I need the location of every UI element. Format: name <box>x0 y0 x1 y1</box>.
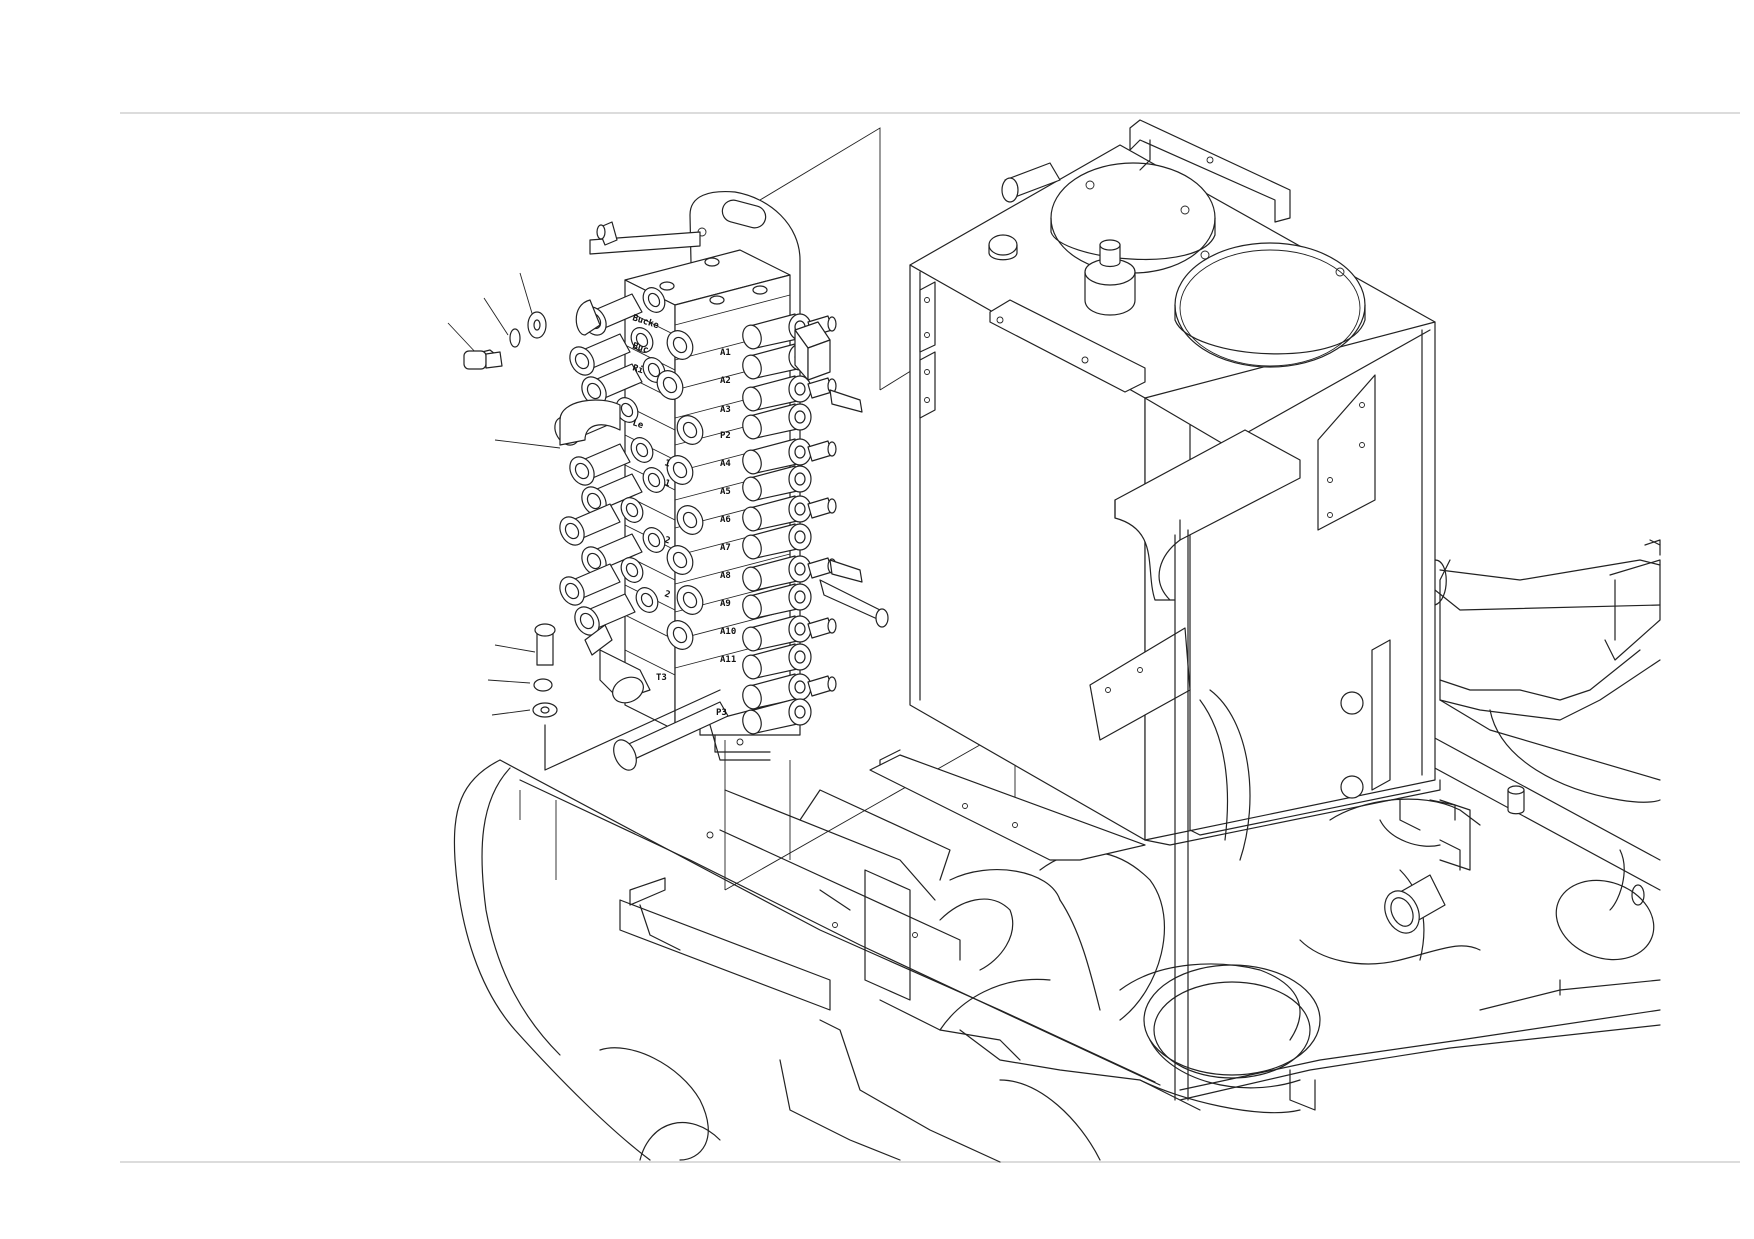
valve-port-label: A5 <box>720 487 731 497</box>
inner-fitting <box>666 620 694 650</box>
inner-fitting <box>666 330 694 360</box>
valve-port-label: A7 <box>720 543 731 553</box>
valve-section-label: 2 <box>663 589 671 600</box>
inner-fitting <box>676 415 704 445</box>
left-fitting <box>559 497 644 546</box>
valve-section-label: 1 <box>663 458 671 469</box>
left-fitting <box>569 327 654 376</box>
page-frame <box>120 112 1740 1163</box>
hardware-bottom <box>487 623 721 771</box>
valve-section-label: 2 <box>663 535 671 546</box>
valve-port-label: A10 <box>720 627 736 637</box>
right-fitting <box>742 643 812 680</box>
valve-port-label: A2 <box>720 376 731 386</box>
right-fitting <box>742 583 812 620</box>
valve-section-label: Le <box>631 418 645 431</box>
right-fitting <box>742 403 812 440</box>
left-fitting <box>581 357 666 406</box>
upper-frame <box>453 759 1661 1163</box>
valve-port-label: A1 <box>720 348 731 358</box>
left-fitting <box>581 467 666 516</box>
valve-port-label: A8 <box>720 571 731 581</box>
valve-right-fittings <box>742 313 889 735</box>
valve-port-label: P3 <box>716 708 727 718</box>
right-fitting <box>742 375 837 412</box>
valve-port-label: A9 <box>720 599 731 609</box>
left-fitting <box>574 587 659 636</box>
extended-fitting <box>819 559 889 628</box>
right-fitting <box>742 615 837 652</box>
right-fitting <box>742 698 812 735</box>
tee-fitting <box>794 321 863 413</box>
valve-port-label: A3 <box>720 405 731 415</box>
left-fitting <box>581 527 666 576</box>
inner-fitting <box>666 545 694 575</box>
control-valve-assembly <box>554 191 889 771</box>
valve-port-label: A6 <box>720 515 731 525</box>
inner-fitting <box>676 585 704 615</box>
right-fitting <box>742 438 837 475</box>
valve-section-label: Ri <box>631 362 645 376</box>
left-fitting <box>569 437 654 486</box>
left-fitting <box>559 557 644 606</box>
small-plug <box>1507 785 1525 815</box>
frame-rails <box>619 789 1165 1061</box>
right-fitting <box>742 495 837 532</box>
valve-section-label: 1 <box>663 478 671 489</box>
valve-port-label: P2 <box>720 431 731 441</box>
inner-fitting <box>676 505 704 535</box>
inner-fitting <box>656 370 684 400</box>
valve-section-label: Buc <box>631 341 650 356</box>
right-fitting <box>742 555 837 592</box>
right-fitting <box>742 673 837 710</box>
right-fitting <box>742 465 812 502</box>
rear-panel <box>1439 539 1661 701</box>
right-frame <box>1299 539 1661 1011</box>
valve-port-label: A4 <box>720 459 731 469</box>
valve-port-label: T3 <box>656 673 667 683</box>
valve-port-label: A11 <box>720 655 736 665</box>
swing-bearing-ring <box>1143 964 1321 1089</box>
inner-fitting <box>666 455 694 485</box>
right-fitting <box>742 523 812 560</box>
swivel-fitting <box>1384 874 1446 934</box>
hydraulic-tank <box>869 119 1471 1101</box>
hardware-top <box>447 272 561 449</box>
